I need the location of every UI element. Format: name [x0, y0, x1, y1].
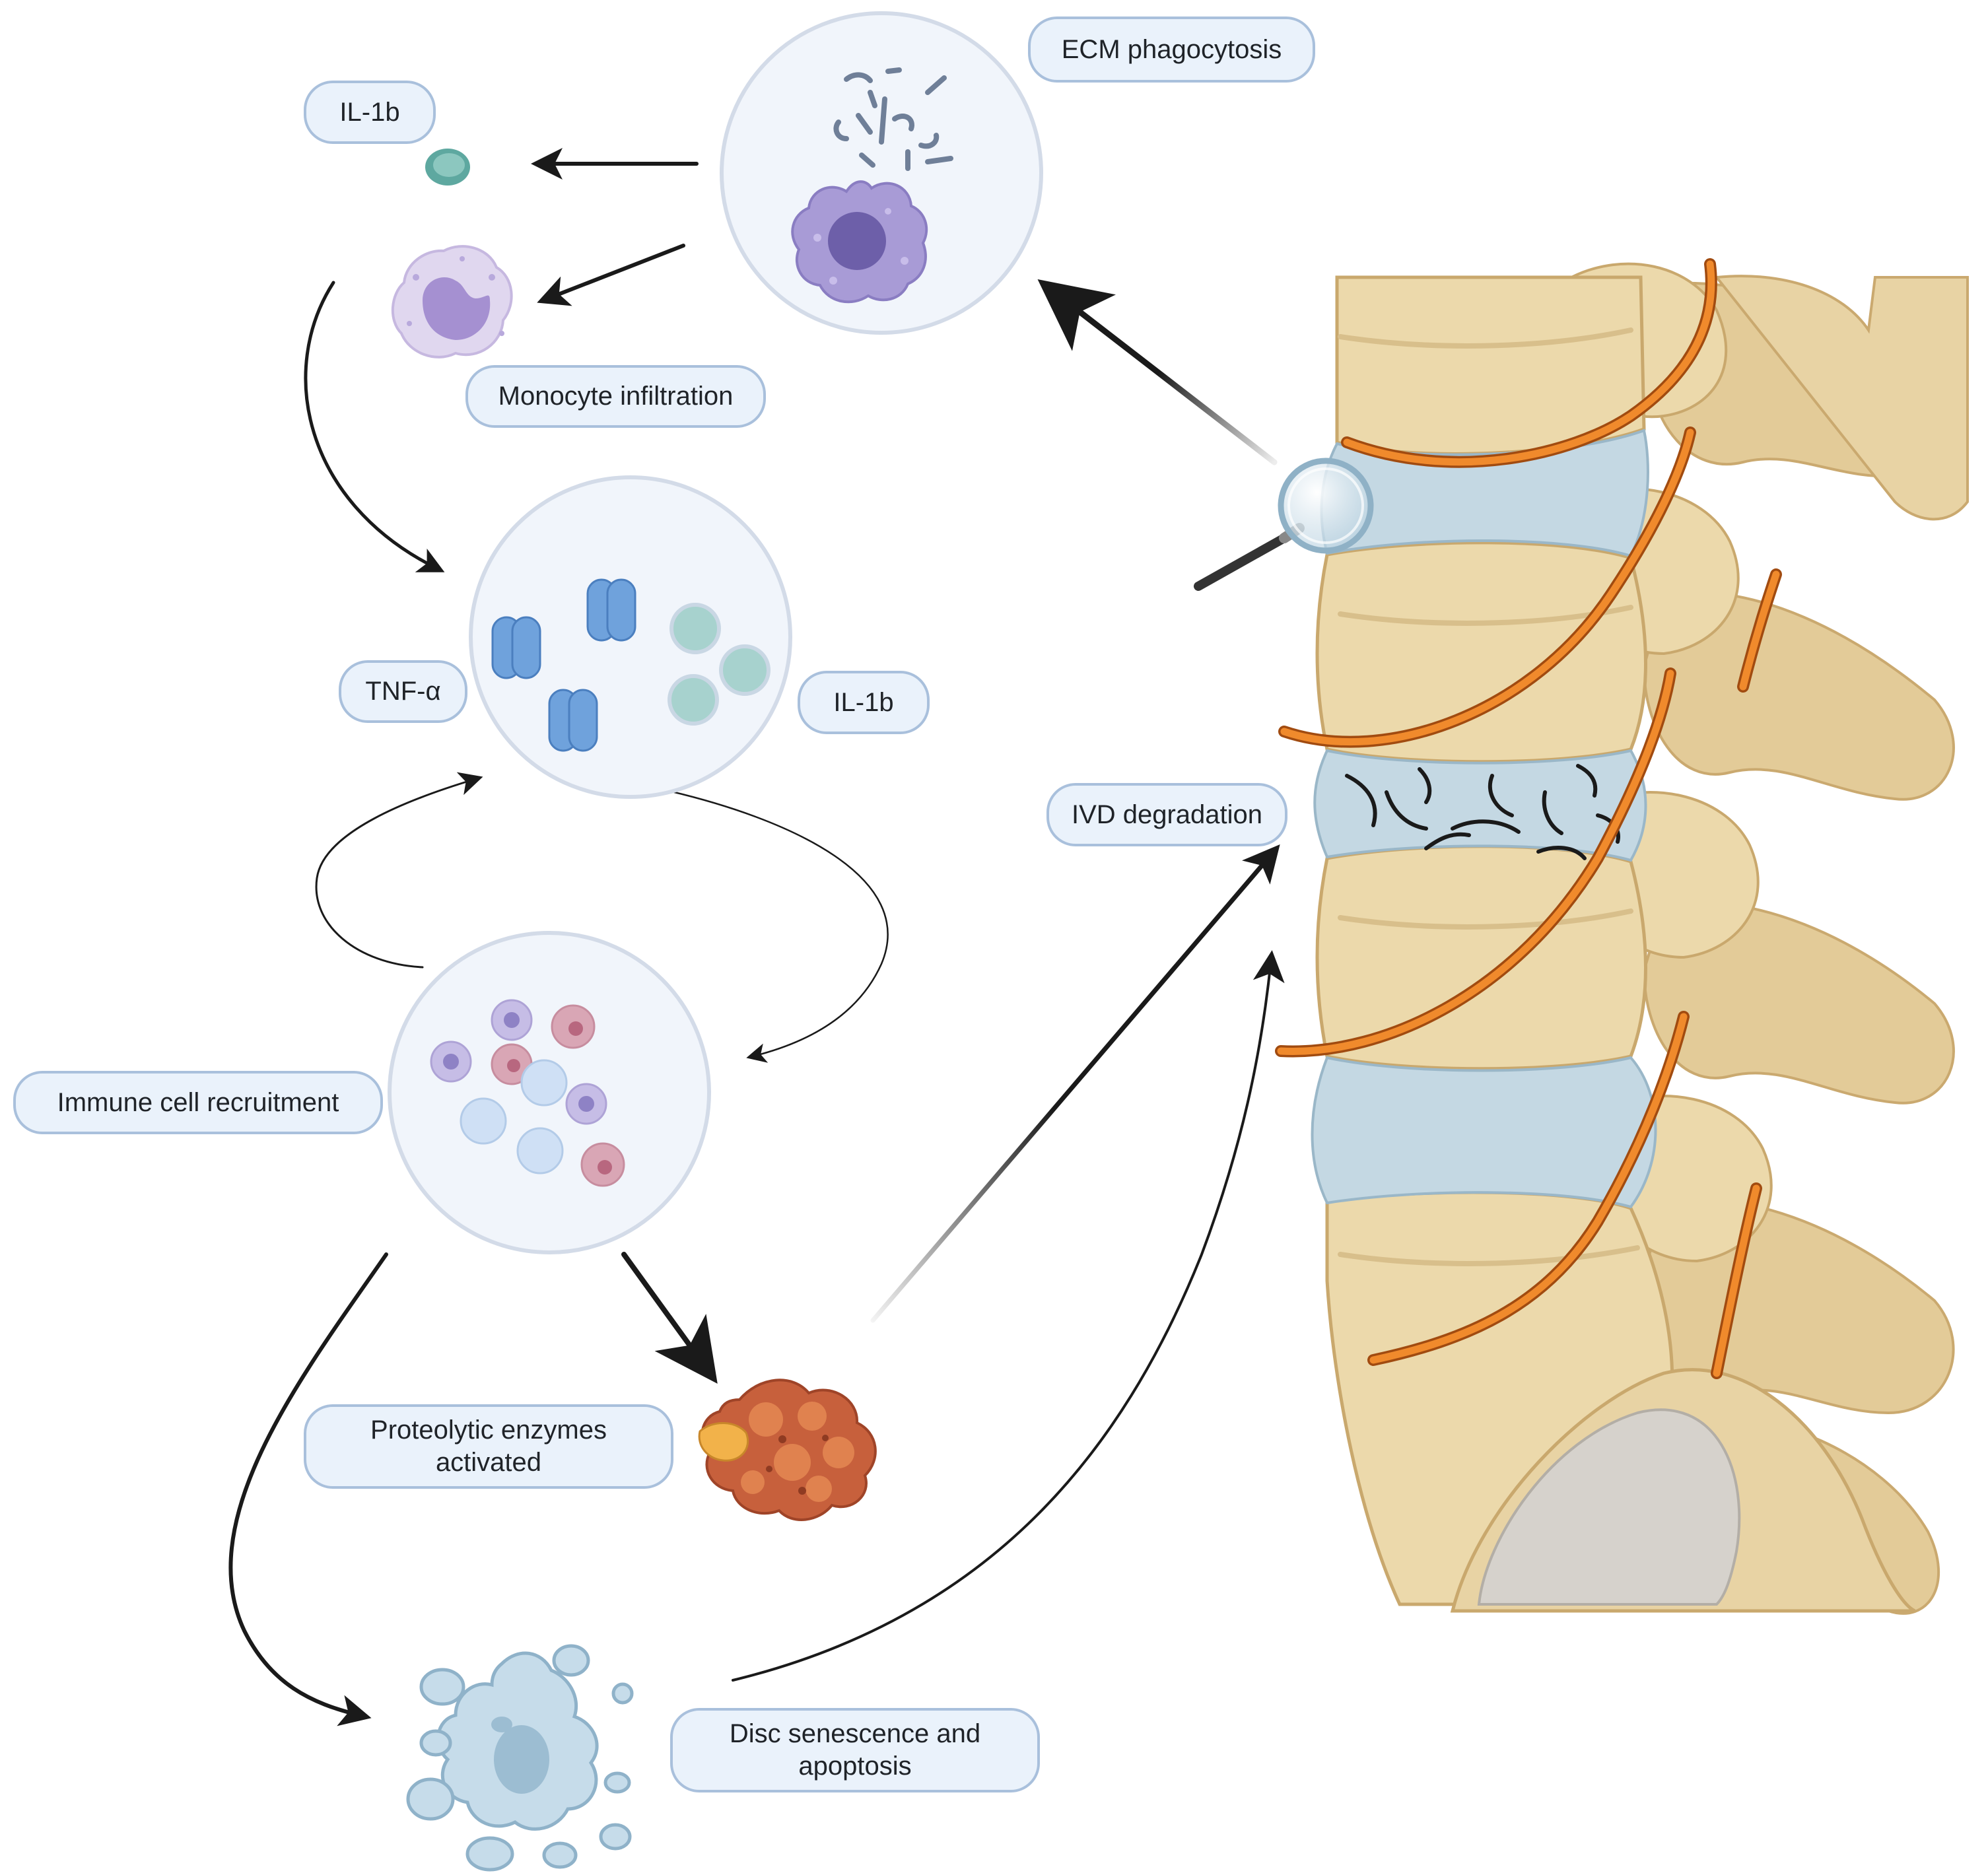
- sacral-foramen: [1477, 1408, 1741, 1606]
- monocyte-infiltration-text: Monocyte infiltration: [498, 382, 734, 411]
- immune-cell-recruitment-text: Immune cell recruitment: [57, 1087, 339, 1117]
- disc-senescence-label: Disc senescence and apoptosis: [670, 1708, 1040, 1792]
- arrow-enzymes-to-ivd: [870, 844, 1280, 1323]
- il1b-cluster-icon: [668, 603, 771, 726]
- tnf-alpha-text: TNF-α: [365, 677, 441, 706]
- arrow-cytokines-to-immune: [659, 788, 889, 1063]
- tnf-alpha-label: TNF-α: [339, 660, 467, 723]
- macrophage-icon: [791, 180, 928, 304]
- spine-icon: [1275, 258, 1969, 1615]
- arrow-monocyte-to-cytokines: [304, 281, 445, 572]
- immune-cell-circle: [388, 931, 711, 1254]
- arrow-immune-to-senescence: [228, 1252, 388, 1726]
- arrows: [228, 148, 1285, 1726]
- ivd-degradation-label: IVD degradation: [1046, 783, 1287, 846]
- ecm-phagocytosis-label: ECM phagocytosis: [1028, 17, 1315, 83]
- immune-cell-recruitment-label: Immune cell recruitment: [13, 1071, 383, 1134]
- il1b-top-label: IL-1b: [304, 81, 436, 144]
- ivd-degradation-text: IVD degradation: [1071, 800, 1263, 829]
- proteolytic-enzymes-line2: activated: [435, 1448, 542, 1477]
- ecm-phagocytosis-text: ECM phagocytosis: [1061, 34, 1282, 64]
- proteolytic-enzymes-line1: Proteolytic enzymes: [370, 1415, 607, 1445]
- arrow-senescence-to-ivd: [732, 950, 1285, 1682]
- disc-senescence-line2: apoptosis: [798, 1752, 912, 1781]
- cytokine-circle: [469, 475, 792, 799]
- immune-cells-icon: [430, 999, 625, 1187]
- il1b-mid-text: IL-1b: [833, 687, 894, 717]
- arrow-magnifier-to-ecm: [1037, 279, 1278, 465]
- il1b-particle-icon: [425, 149, 470, 186]
- ecm-fragments-icon: [833, 67, 953, 171]
- apoptotic-cell-icon: [406, 1644, 634, 1872]
- disc-degraded: [1313, 749, 1647, 862]
- disc-bottom: [1311, 1056, 1657, 1209]
- ecm-phagocytosis-circle: [720, 11, 1043, 335]
- arrow-immune-to-enzymes: [621, 1252, 718, 1384]
- magnifier-icon: [1194, 458, 1374, 591]
- proteolytic-enzymes-label: Proteolytic enzymes activated: [304, 1404, 673, 1489]
- il1b-top-text: IL-1b: [339, 97, 400, 127]
- arrow-immune-to-cytokines: [315, 772, 483, 969]
- proteolytic-enzyme-icon: [698, 1379, 877, 1521]
- monocyte-icon: [392, 245, 513, 358]
- arrow-to-monocyte: [537, 244, 685, 306]
- disc-senescence-line1: Disc senescence and: [729, 1719, 981, 1749]
- tnf-alpha-icon: [491, 578, 636, 752]
- monocyte-infiltration-label: Monocyte infiltration: [465, 365, 766, 428]
- il1b-mid-label: IL-1b: [798, 671, 930, 734]
